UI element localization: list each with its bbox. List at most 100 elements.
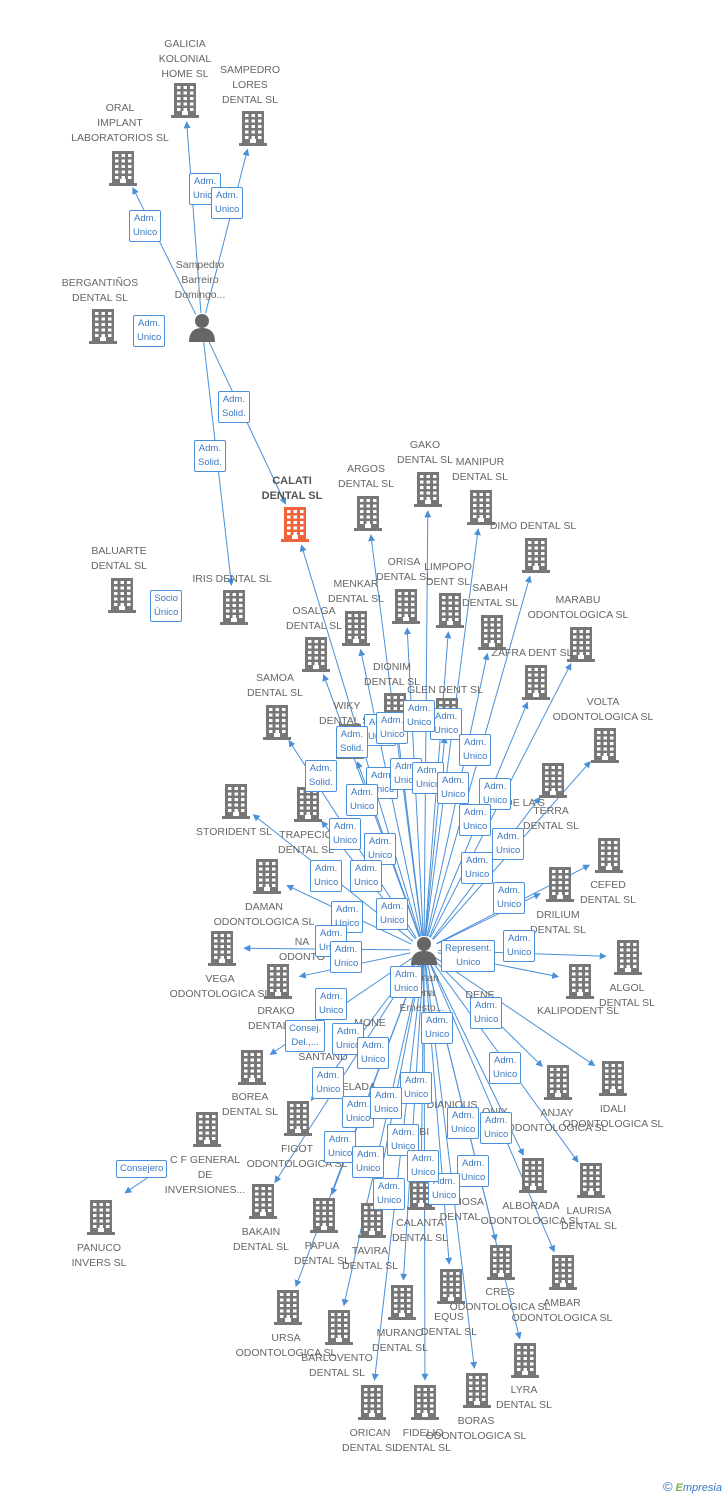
building-icon[interactable] <box>522 537 550 573</box>
company-label-barlovento[interactable]: BARLOVENTO DENTAL SL <box>301 1352 373 1379</box>
company-label-laurisa[interactable]: LAURISA DENTAL SL <box>560 1205 618 1232</box>
company-label-calati[interactable]: CALATI DENTAL SL <box>261 475 323 502</box>
building-icon[interactable] <box>539 762 567 798</box>
building-icon[interactable] <box>478 614 506 650</box>
building-icon[interactable] <box>566 963 594 999</box>
building-icon[interactable] <box>549 1254 577 1290</box>
building-icon[interactable] <box>388 1284 416 1320</box>
building-icon[interactable] <box>354 495 382 531</box>
company-label-papua[interactable]: PAPUA DENTAL SL <box>293 1240 351 1267</box>
building-icon[interactable] <box>208 930 236 966</box>
building-icon[interactable] <box>544 1064 572 1100</box>
company-label-samoa[interactable]: SAMOA DENTAL SL <box>246 672 304 699</box>
building-icon[interactable] <box>342 610 370 646</box>
building-icon[interactable] <box>463 1372 491 1408</box>
building-icon[interactable] <box>519 1157 547 1193</box>
building-icon[interactable] <box>392 588 420 624</box>
building-icon[interactable] <box>193 1111 221 1147</box>
company-label-murano[interactable]: MURANO DENTAL SL <box>371 1327 429 1354</box>
building-icon[interactable] <box>407 1174 435 1210</box>
company-label-manipur[interactable]: MANIPUR DENTAL SL <box>451 456 509 483</box>
company-label-panuco[interactable]: PANUCO INVERS SL <box>71 1242 127 1269</box>
building-icon[interactable] <box>467 489 495 525</box>
building-icon[interactable] <box>325 1309 353 1345</box>
company-label-idali[interactable]: IDALI ODONTOLOGICA SL <box>562 1103 664 1130</box>
company-label-boras[interactable]: BORAS ODONTOLOGICA SL <box>425 1415 527 1442</box>
building-icon[interactable] <box>109 150 137 186</box>
building-icon[interactable] <box>238 1049 266 1085</box>
building-icon[interactable] <box>595 837 623 873</box>
building-icon[interactable] <box>567 626 595 662</box>
company-label-ambar[interactable]: AMBAR ODONTOLOGICA SL <box>511 1297 613 1324</box>
company-label-galicia[interactable]: GALICIA KOLONIAL HOME SL <box>158 38 212 80</box>
company-label-drilium[interactable]: DRILIUM DENTAL SL <box>529 909 587 936</box>
company-label-daman[interactable]: DAMAN ODONTOLOGICA SL <box>213 901 315 928</box>
company-label-iris[interactable]: IRIS DENTAL SL <box>192 573 272 585</box>
target-building-icon[interactable] <box>281 506 309 542</box>
building-icon[interactable] <box>253 858 281 894</box>
company-label-cefed[interactable]: CEFED DENTAL SL <box>579 879 637 906</box>
building-icon[interactable] <box>487 1244 515 1280</box>
company-label-algol[interactable]: ALGOL DENTAL SL <box>598 982 656 1009</box>
company-label-partial[interactable]: NA ODONTO <box>279 936 325 963</box>
company-label-ursa[interactable]: URSA ODONTOLOGICA SL <box>235 1332 337 1359</box>
building-icon[interactable] <box>239 110 267 146</box>
company-label-kalipodent[interactable]: KALIPODENT SL <box>536 1005 620 1017</box>
person-icon[interactable] <box>187 312 217 342</box>
building-icon[interactable] <box>249 1183 277 1219</box>
building-icon[interactable] <box>302 636 330 672</box>
building-icon[interactable] <box>437 1268 465 1304</box>
building-icon[interactable] <box>436 592 464 628</box>
company-label-zafra[interactable]: ZAFRA DENT SL <box>491 647 573 659</box>
building-icon[interactable] <box>108 577 136 613</box>
company-label-volta[interactable]: VOLTA ODONTOLOGICA SL <box>552 696 654 723</box>
company-label-cres[interactable]: CRES ODONTOLOGICA SL <box>449 1286 551 1313</box>
company-label-limpopo[interactable]: LIMPOPO DENT SL <box>424 561 472 588</box>
building-icon[interactable] <box>89 308 117 344</box>
company-label-dionim[interactable]: DIONIM DENTAL SL <box>363 661 421 688</box>
building-icon[interactable] <box>310 1197 338 1233</box>
empresia-footer[interactable]: ©Empresia <box>663 1479 722 1494</box>
company-label-calanta[interactable]: CALANTA DENTAL SL <box>391 1217 449 1244</box>
company-label-osalga[interactable]: OSALGA DENTAL SL <box>285 605 343 632</box>
company-label-orisa[interactable]: ORISA DENTAL SL <box>375 556 433 583</box>
company-label-vega[interactable]: VEGA ODONTOLOGICA SL <box>169 973 271 1000</box>
building-icon[interactable] <box>522 664 550 700</box>
company-label-storident[interactable]: STORIDENT SL <box>195 826 273 838</box>
company-label-gako[interactable]: GAKO DENTAL SL <box>396 439 454 466</box>
company-label-bergantinos[interactable]: BERGANTIÑOS DENTAL SL <box>61 277 139 304</box>
company-label-menkar[interactable]: MENKAR DENTAL SL <box>327 578 385 605</box>
company-label-baluarte[interactable]: BALUARTE DENTAL SL <box>90 545 148 572</box>
building-icon[interactable] <box>511 1342 539 1378</box>
building-icon[interactable] <box>358 1384 386 1420</box>
company-label-orican[interactable]: ORICAN DENTAL SL <box>341 1427 399 1454</box>
building-icon[interactable] <box>358 1202 386 1238</box>
company-label-tavira[interactable]: TAVIRA DENTAL SL <box>341 1245 399 1272</box>
person-label[interactable]: Sampedro Barreiro Domingo... <box>174 259 226 301</box>
building-icon[interactable] <box>546 866 574 902</box>
company-label-cfgeneral[interactable]: C F GENERAL DE INVERSIONES... <box>164 1154 246 1196</box>
company-label-anjay[interactable]: ANJAY ODONTOLOGICA SL <box>506 1107 608 1134</box>
company-label-terra[interactable]: TERRA DENTAL SL <box>522 805 580 832</box>
building-icon[interactable] <box>220 589 248 625</box>
building-icon[interactable] <box>87 1199 115 1235</box>
building-icon[interactable] <box>599 1060 627 1096</box>
building-icon[interactable] <box>263 704 291 740</box>
building-icon[interactable] <box>284 1100 312 1136</box>
company-label-marabu[interactable]: MARABU ODONTOLOGICA SL <box>527 594 629 621</box>
person-icon[interactable] <box>409 935 439 965</box>
building-icon[interactable] <box>274 1289 302 1325</box>
building-icon[interactable] <box>264 963 292 999</box>
building-icon[interactable] <box>591 727 619 763</box>
company-label-glen[interactable]: GLEN DENT SL <box>407 684 483 696</box>
company-label-equs[interactable]: EQUS DENTAL SL <box>420 1311 478 1338</box>
company-label-figot[interactable]: FIGOT ODONTOLOGICA SL <box>246 1143 348 1170</box>
company-label-sabah[interactable]: SABAH DENTAL SL <box>461 582 519 609</box>
building-icon[interactable] <box>577 1162 605 1198</box>
company-label-sampedro[interactable]: SAMPEDRO LORES DENTAL SL <box>219 64 281 106</box>
company-label-bakain[interactable]: BAKAIN DENTAL SL <box>232 1226 290 1253</box>
company-label-dimo[interactable]: DIMO DENTAL SL <box>489 520 577 532</box>
building-icon[interactable] <box>411 1384 439 1420</box>
company-label-partial[interactable]: CELADA <box>333 1081 376 1093</box>
company-label-argos[interactable]: ARGOS DENTAL SL <box>337 463 395 490</box>
